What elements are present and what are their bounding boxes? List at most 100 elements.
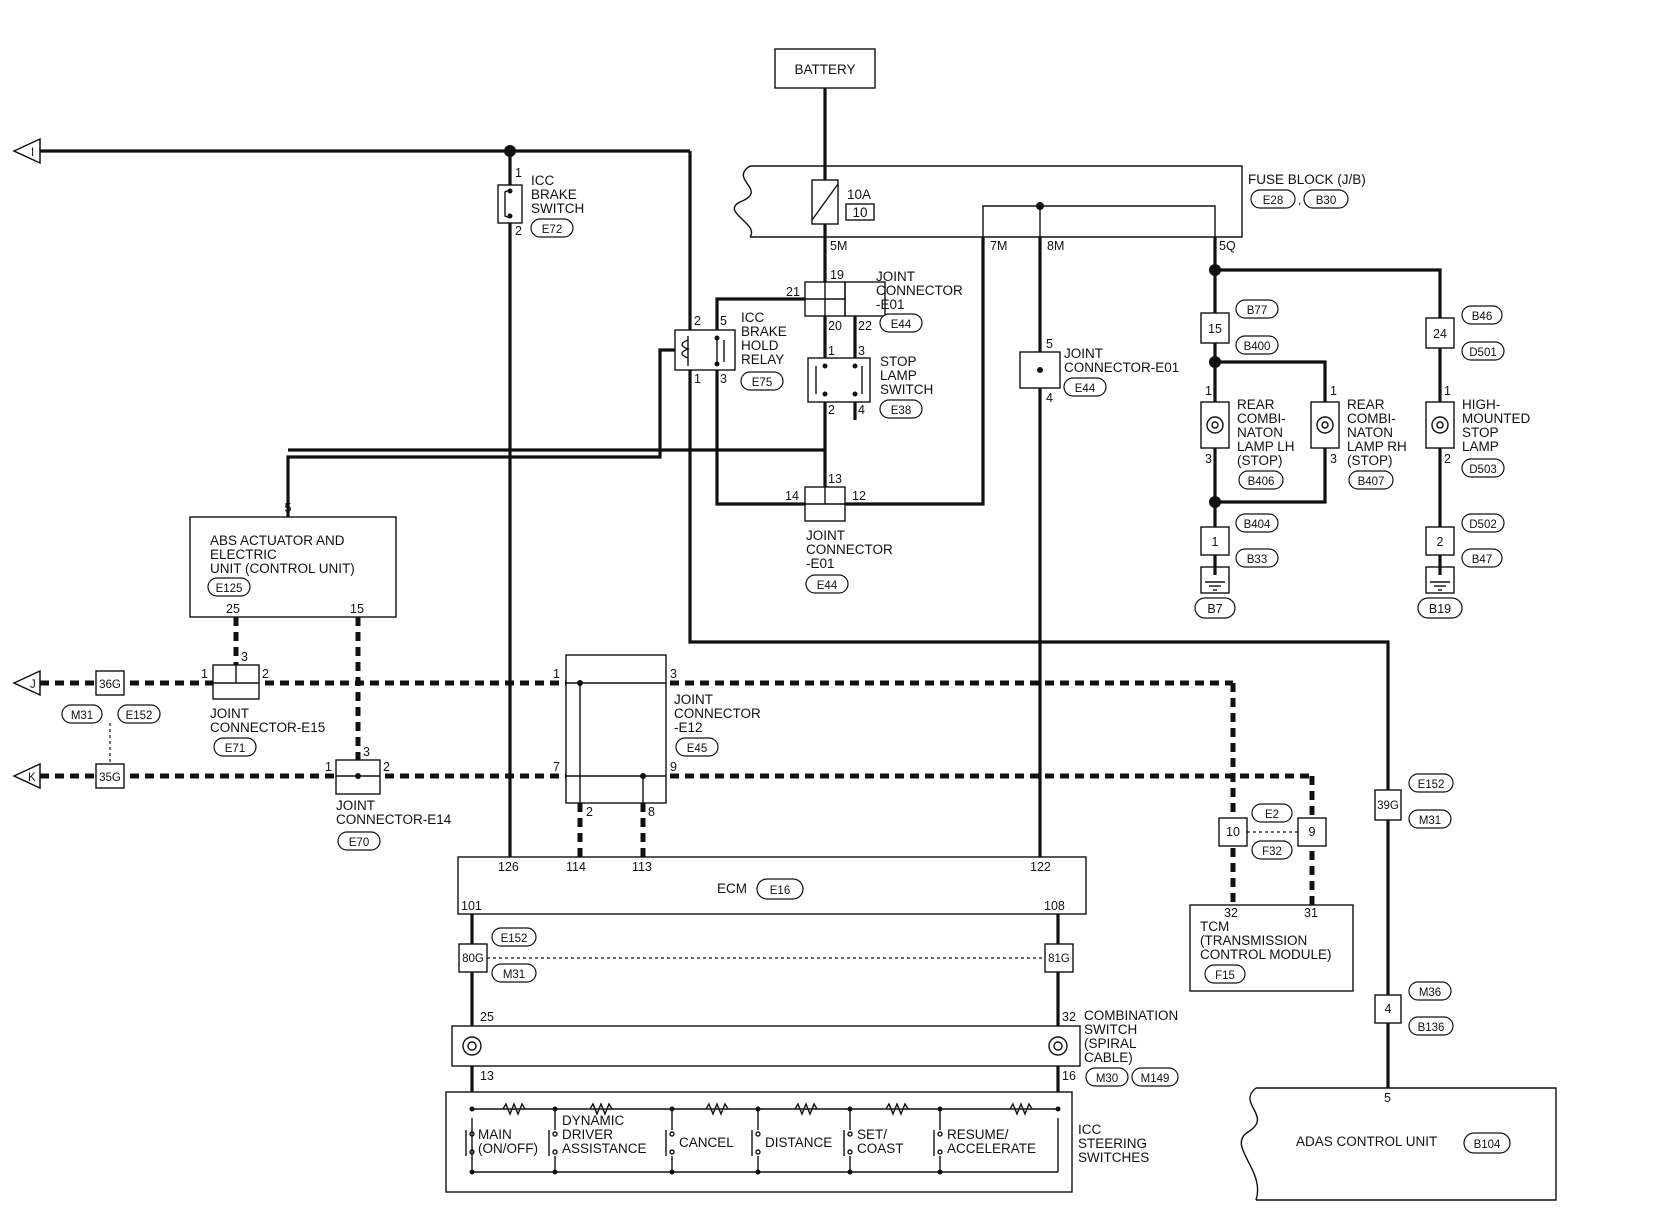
svg-text:B404: B404 xyxy=(1244,519,1271,531)
svg-text:STEERING: STEERING xyxy=(1078,1136,1147,1151)
connector-arrow-j xyxy=(12,669,41,697)
ground-b19: B19 xyxy=(1429,602,1451,616)
adas-control-unit: 39G E152 M31 4 M36 B136 5 ADAS CONTROL U… xyxy=(1240,773,1557,1201)
fuse-block: 10A 10 FUSE BLOCK (J/B) E28 , B30 5M 7M … xyxy=(733,165,1366,253)
fuse-pin-7m: 7M xyxy=(990,239,1007,253)
svg-text:RESUME/: RESUME/ xyxy=(947,1127,1009,1142)
svg-text:JOINT: JOINT xyxy=(806,528,845,543)
switch-dda: DYNAMIC DRIVER ASSISTANCE xyxy=(548,1109,647,1175)
svg-text:ELECTRIC: ELECTRIC xyxy=(210,547,277,562)
svg-text:5: 5 xyxy=(285,501,292,515)
svg-text:E44: E44 xyxy=(1075,383,1096,395)
svg-text:2: 2 xyxy=(694,314,701,328)
svg-text:(STOP): (STOP) xyxy=(1347,453,1393,468)
svg-text:1: 1 xyxy=(1205,384,1212,398)
svg-text:TCM: TCM xyxy=(1200,919,1229,934)
svg-text:ICC: ICC xyxy=(1078,1122,1102,1137)
svg-text:1: 1 xyxy=(828,344,835,358)
svg-text:21: 21 xyxy=(786,285,800,299)
svg-text:3: 3 xyxy=(1205,452,1212,466)
svg-text:3: 3 xyxy=(670,667,677,681)
svg-text:32: 32 xyxy=(1224,906,1238,920)
switch-resume-accelerate: RESUME/ ACCELERATE xyxy=(933,1109,1036,1175)
svg-text:D502: D502 xyxy=(1469,519,1497,531)
fuse-pin-5q: 5Q xyxy=(1219,239,1236,253)
svg-text:8: 8 xyxy=(648,805,655,819)
svg-text:15: 15 xyxy=(1208,322,1222,336)
svg-text:JOINT: JOINT xyxy=(210,706,249,721)
svg-text:35G: 35G xyxy=(99,772,121,784)
svg-text:COAST: COAST xyxy=(857,1141,904,1156)
fuse-pin-8m: 8M xyxy=(1047,239,1064,253)
svg-text:CANCEL: CANCEL xyxy=(679,1135,734,1150)
svg-text:5: 5 xyxy=(1046,337,1053,351)
svg-text:SWITCH: SWITCH xyxy=(1084,1022,1137,1037)
svg-text:-E01: -E01 xyxy=(876,297,905,312)
svg-text:DISTANCE: DISTANCE xyxy=(765,1135,832,1150)
svg-text:3: 3 xyxy=(241,650,248,664)
svg-text:E44: E44 xyxy=(891,319,912,331)
svg-text:M30: M30 xyxy=(1096,1073,1118,1085)
svg-text:B33: B33 xyxy=(1247,554,1267,566)
svg-text:81G: 81G xyxy=(1048,953,1070,965)
fuse-block-conn-1: E28 xyxy=(1263,195,1283,207)
svg-text:(SPIRAL: (SPIRAL xyxy=(1084,1036,1137,1051)
combination-switch: 25 32 13 16 COMBINATION SWITCH (SPIRAL C… xyxy=(451,1008,1179,1087)
svg-text:22: 22 xyxy=(858,319,872,333)
svg-text:STOP: STOP xyxy=(1462,425,1499,440)
svg-text:CONNECTOR: CONNECTOR xyxy=(876,283,963,298)
svg-text:12: 12 xyxy=(852,489,866,503)
svg-text:CONNECTOR: CONNECTOR xyxy=(806,542,893,557)
battery: BATTERY xyxy=(774,48,876,89)
svg-text:ECM: ECM xyxy=(717,881,747,896)
joint-connector-e01-bottom: 13 14 12 JOINT CONNECTOR -E01 E44 xyxy=(785,472,893,594)
svg-text:7: 7 xyxy=(553,760,560,774)
icc-brake-hold-relay: 2 5 1 3 ICC BRAKE HOLD RELAY E75 xyxy=(674,310,787,391)
svg-text:,: , xyxy=(1298,195,1301,207)
switch-distance: DISTANCE xyxy=(751,1109,832,1175)
switch-set-coast: SET/ COAST xyxy=(843,1109,904,1175)
svg-text:ICC: ICC xyxy=(741,310,765,325)
svg-text:E2: E2 xyxy=(1265,809,1279,821)
svg-text:COMBINATION: COMBINATION xyxy=(1084,1008,1178,1023)
icc-steering-switches: MAIN (ON/OFF) DYNAMIC DRIVER ASSISTANCE … xyxy=(445,1091,1149,1193)
svg-text:13: 13 xyxy=(828,472,842,486)
svg-text:122: 122 xyxy=(1030,860,1051,874)
svg-text:F32: F32 xyxy=(1262,846,1282,858)
svg-text:32: 32 xyxy=(1062,1010,1076,1024)
svg-text:LAMP: LAMP xyxy=(1462,439,1499,454)
svg-text:ICC: ICC xyxy=(531,173,555,188)
svg-text:36G: 36G xyxy=(99,679,121,691)
svg-text:25: 25 xyxy=(480,1010,494,1024)
svg-text:E152: E152 xyxy=(126,710,153,722)
svg-text:E70: E70 xyxy=(349,837,369,849)
svg-text:SET/: SET/ xyxy=(857,1127,887,1142)
svg-text:B407: B407 xyxy=(1358,476,1385,488)
svg-text:JOINT: JOINT xyxy=(674,692,713,707)
switch-main: MAIN (ON/OFF) xyxy=(465,1127,538,1175)
svg-text:CONTROL MODULE): CONTROL MODULE) xyxy=(1200,947,1332,962)
svg-text:2: 2 xyxy=(586,805,593,819)
svg-text:2: 2 xyxy=(383,760,390,774)
svg-text:E152: E152 xyxy=(1418,779,1445,791)
svg-text:B400: B400 xyxy=(1244,341,1271,353)
connector-arrow-k xyxy=(12,762,41,790)
svg-text:M31: M31 xyxy=(503,969,525,981)
svg-text:LAMP: LAMP xyxy=(880,368,917,383)
svg-text:1: 1 xyxy=(515,166,522,180)
svg-text:SWITCHES: SWITCHES xyxy=(1078,1150,1149,1165)
svg-text:5: 5 xyxy=(720,314,727,328)
svg-text:LAMP LH: LAMP LH xyxy=(1237,439,1295,454)
svg-text:B104: B104 xyxy=(1474,1139,1501,1151)
svg-text:5: 5 xyxy=(1384,1091,1391,1105)
svg-text:CONNECTOR-E15: CONNECTOR-E15 xyxy=(210,720,325,735)
svg-text:COMBI-: COMBI- xyxy=(1347,411,1396,426)
svg-text:REAR: REAR xyxy=(1347,397,1385,412)
svg-text:1: 1 xyxy=(553,667,560,681)
svg-text:39G: 39G xyxy=(1377,800,1399,812)
svg-text:9: 9 xyxy=(670,760,677,774)
svg-text:14: 14 xyxy=(785,489,799,503)
joint-connector-e12: 1 3 7 9 2 8 JOINT CONNECTOR -E12 E45 xyxy=(553,654,761,819)
svg-text:E44: E44 xyxy=(817,580,838,592)
svg-text:2: 2 xyxy=(262,667,269,681)
